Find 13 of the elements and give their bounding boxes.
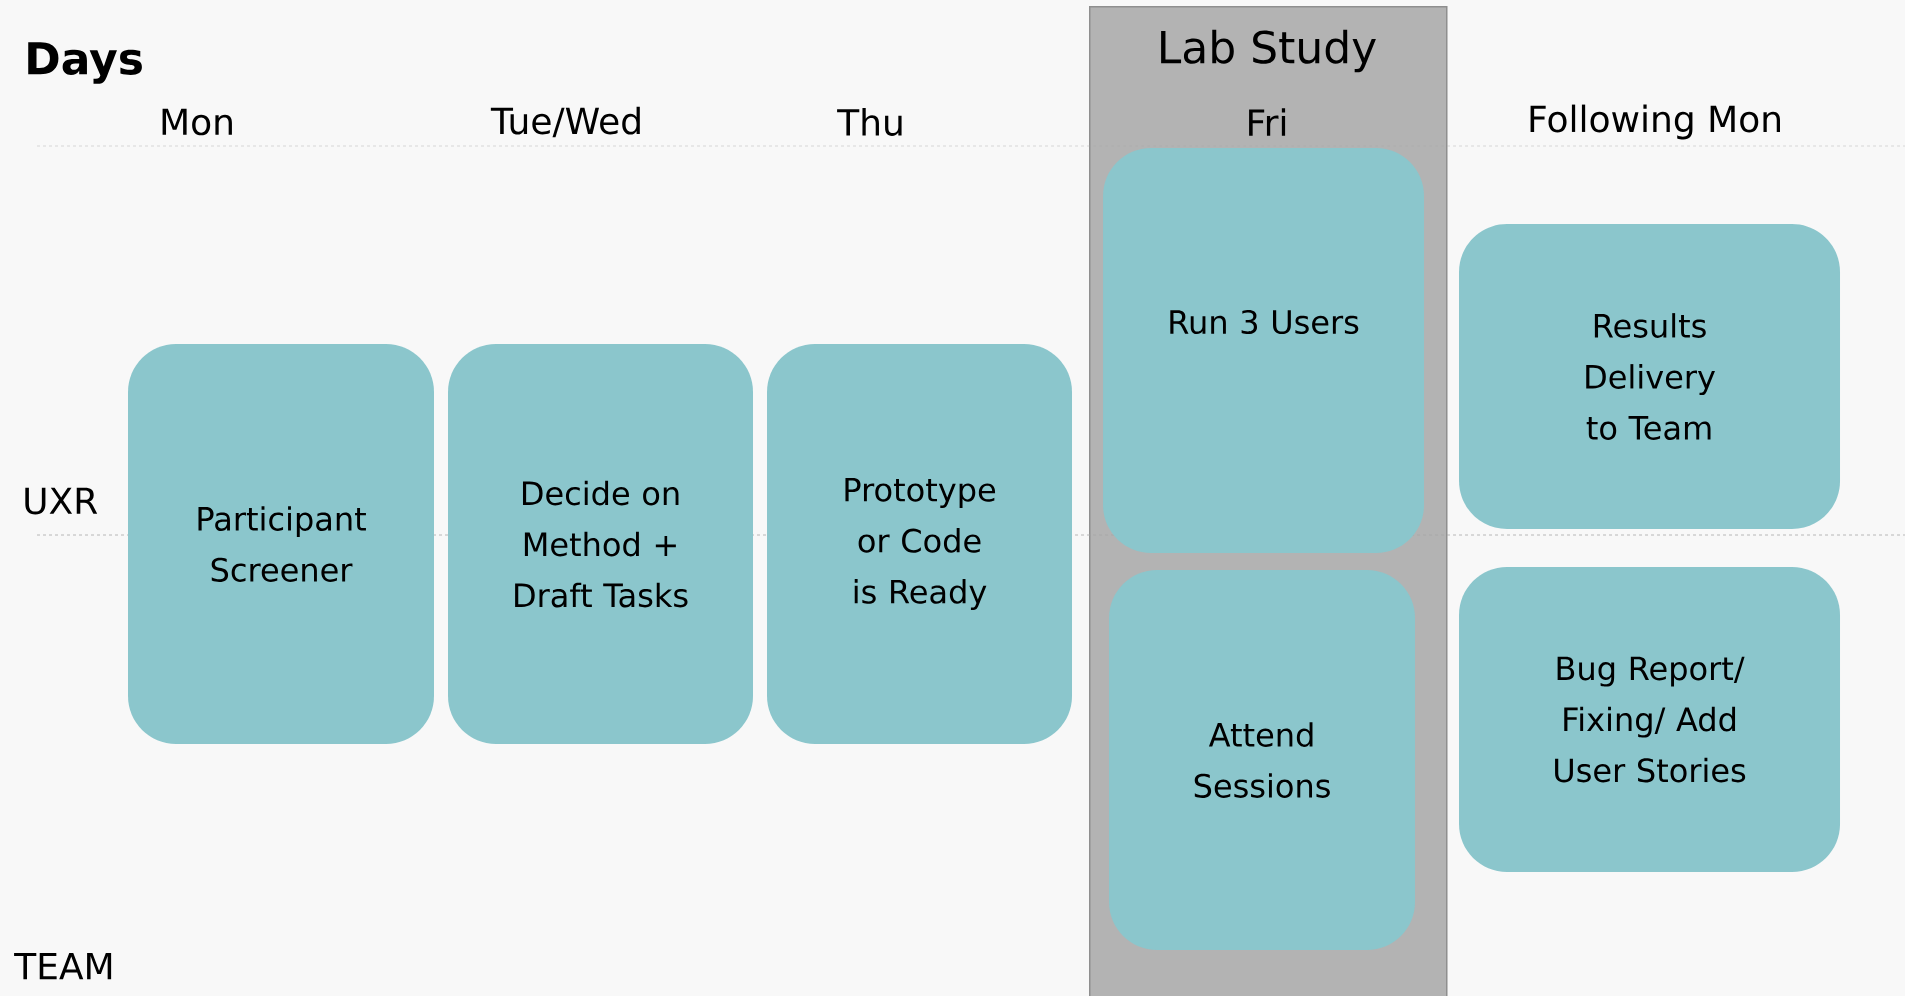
task-box: Bug Report/ Fixing/ Add User Stories [1459,567,1840,872]
day-label: Following Mon [1530,104,1780,140]
task-box: Run 3 Users [1103,148,1424,553]
day-label: Mon [162,108,232,136]
heading: Days [28,42,142,84]
row-label: TEAM [14,952,112,980]
day-label: Thu [837,108,902,136]
task-box: Decide on Method + Draft Tasks [448,344,753,744]
day-label: Tue/Wed [490,106,640,138]
task-box: Participant Screener [128,344,434,744]
task-box: Prototype or Code is Ready [767,344,1072,744]
task-box: Results Delivery to Team [1459,224,1840,529]
task-box: Attend Sessions [1109,570,1415,950]
